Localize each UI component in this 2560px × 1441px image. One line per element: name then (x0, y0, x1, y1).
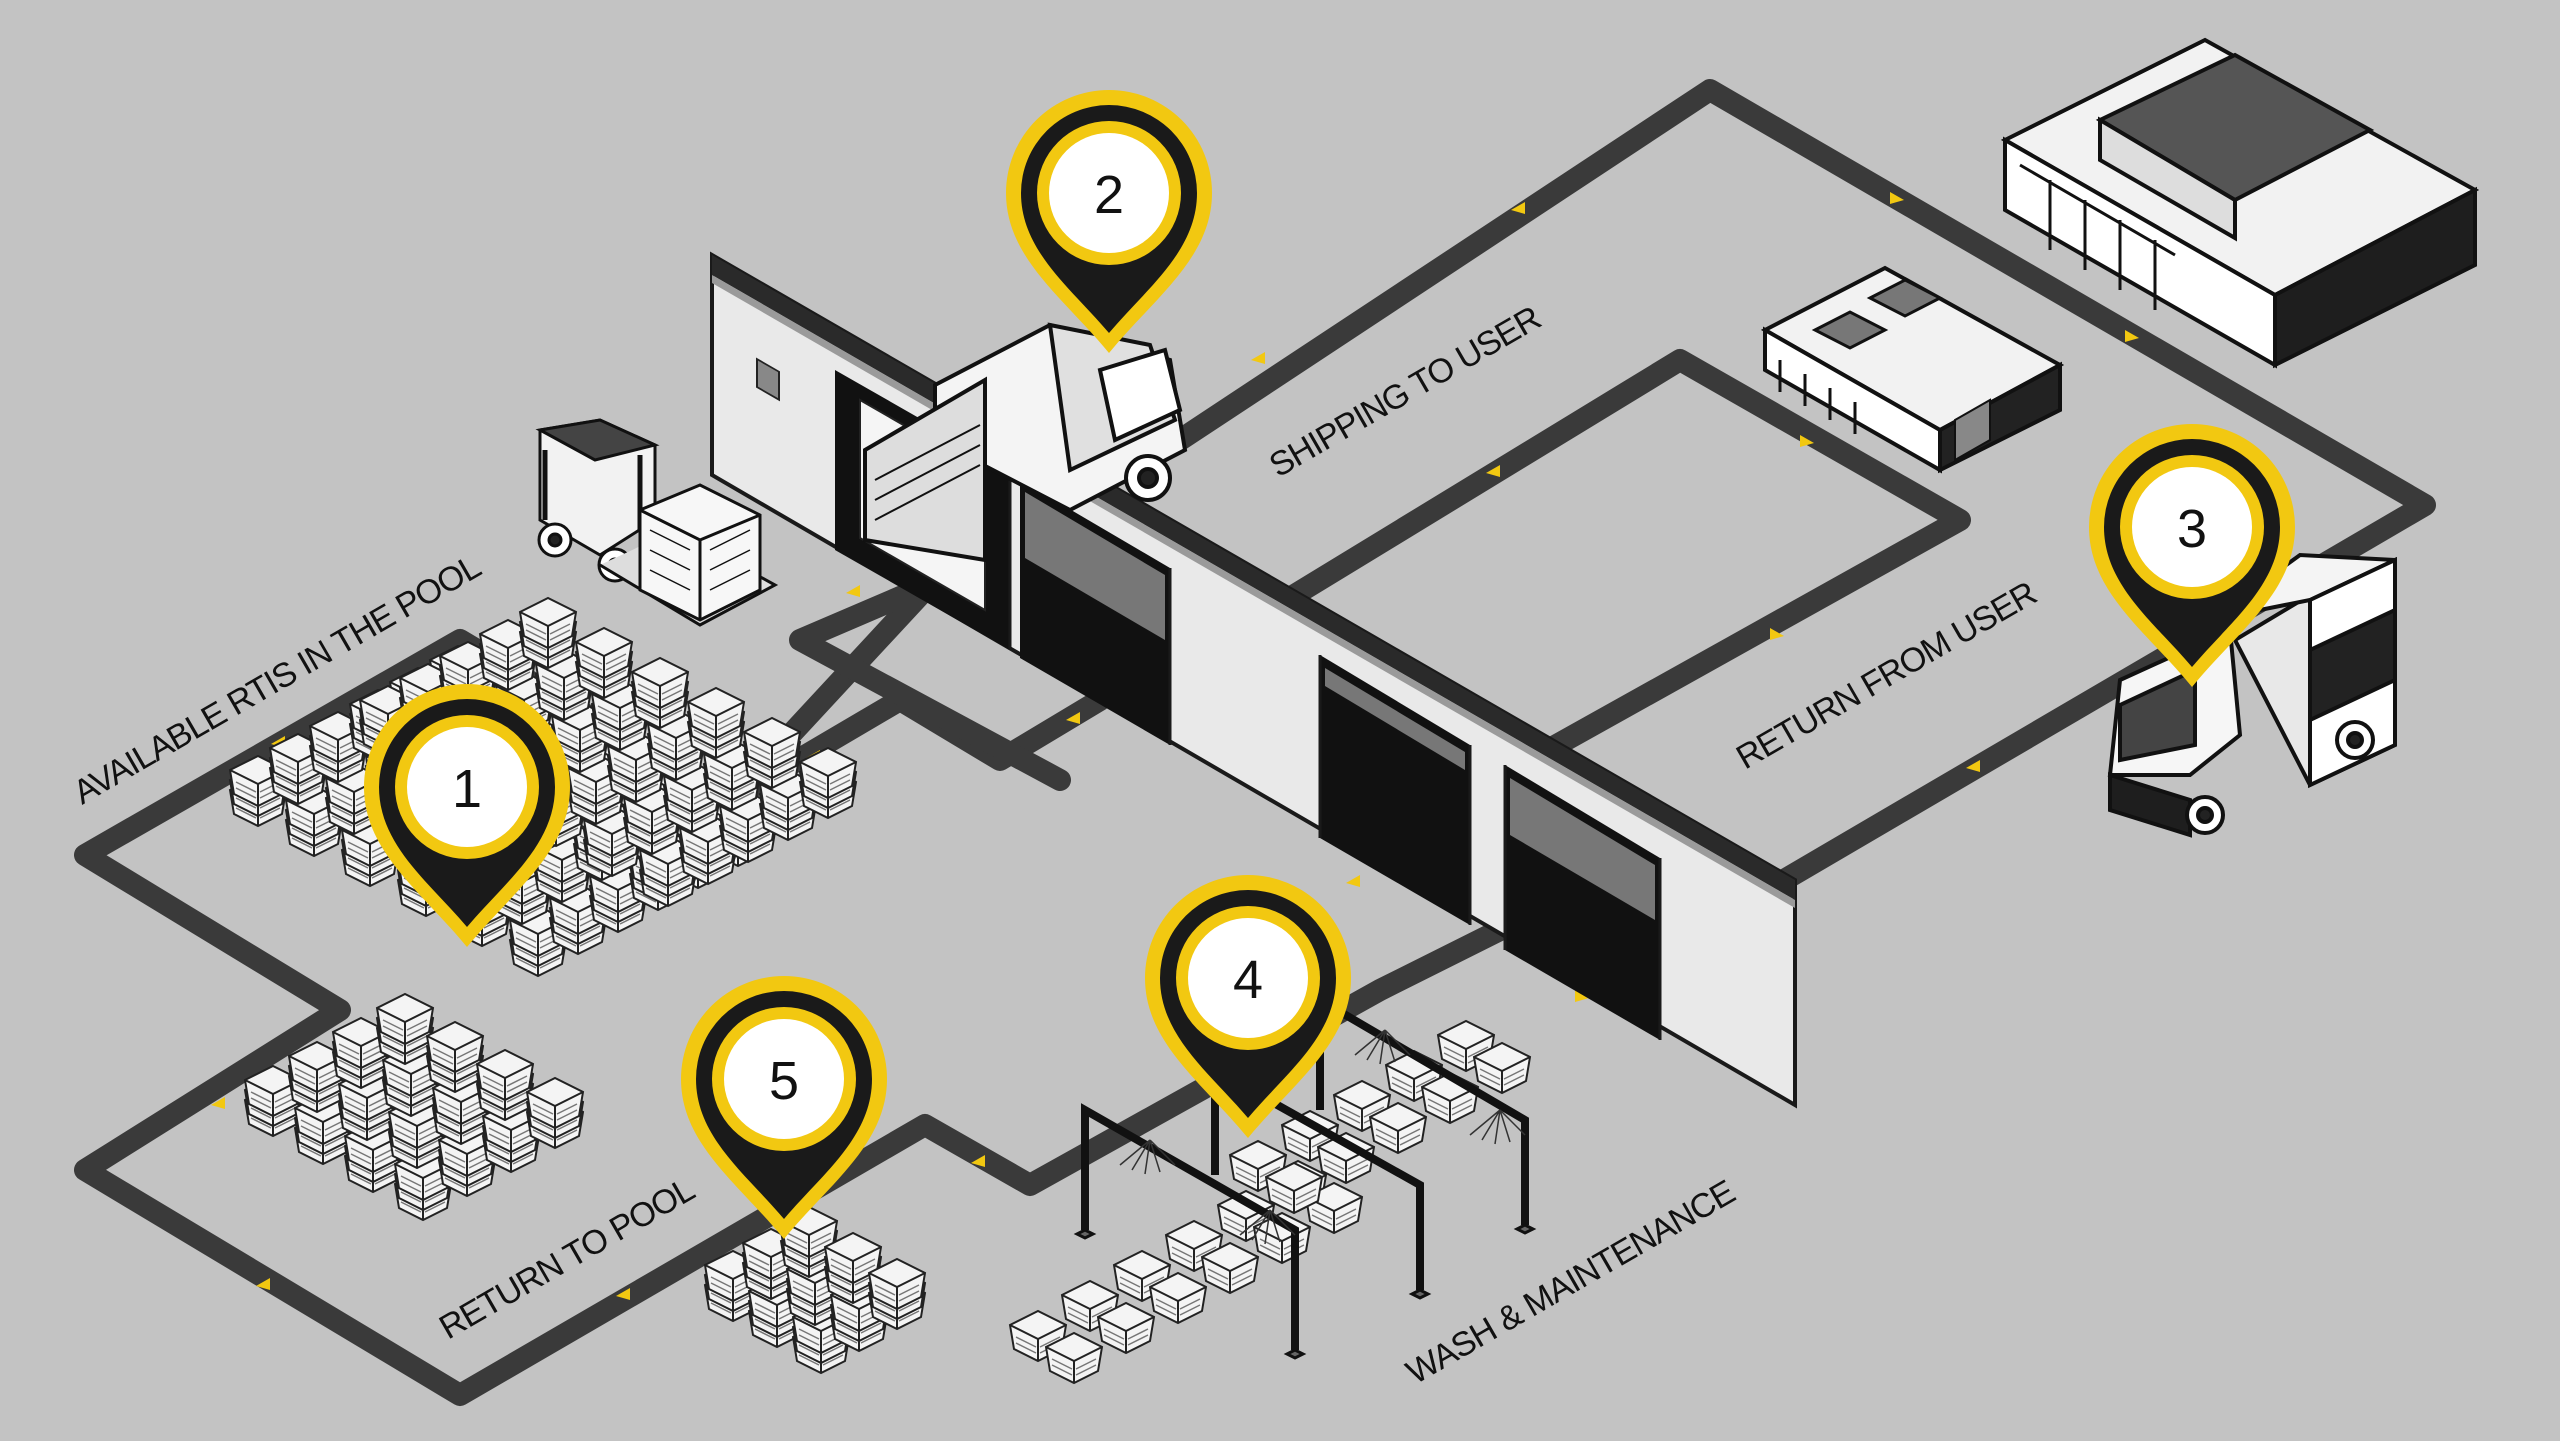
step-marker-5: 5 (681, 976, 887, 1239)
step-marker-2: 2 (1006, 90, 1212, 353)
user-building-icon (1760, 265, 2065, 474)
delivery-truck-icon (863, 322, 1188, 563)
step-marker-number: 1 (452, 759, 482, 819)
step-markers: 1 2 3 4 5 (364, 90, 2295, 1239)
step-marker-3: 3 (2089, 424, 2295, 687)
step-marker-number: 4 (1233, 950, 1263, 1010)
track-shipping-loop (1169, 79, 2436, 911)
step-marker-number: 5 (769, 1051, 799, 1111)
factory-building-icon (2000, 37, 2480, 369)
step-marker-1: 1 (364, 684, 570, 947)
forklift-icon (535, 418, 779, 627)
track-return-loop (1259, 349, 1971, 771)
step-marker-number: 2 (1094, 165, 1124, 225)
track-dock-feed (789, 569, 1071, 791)
step-marker-number: 3 (2177, 499, 2207, 559)
step-marker-4: 4 (1145, 875, 1351, 1138)
box-truck-icon (2107, 552, 2397, 838)
label-wash-maintenance: WASH & MAINTENANCE (1400, 1173, 1741, 1392)
